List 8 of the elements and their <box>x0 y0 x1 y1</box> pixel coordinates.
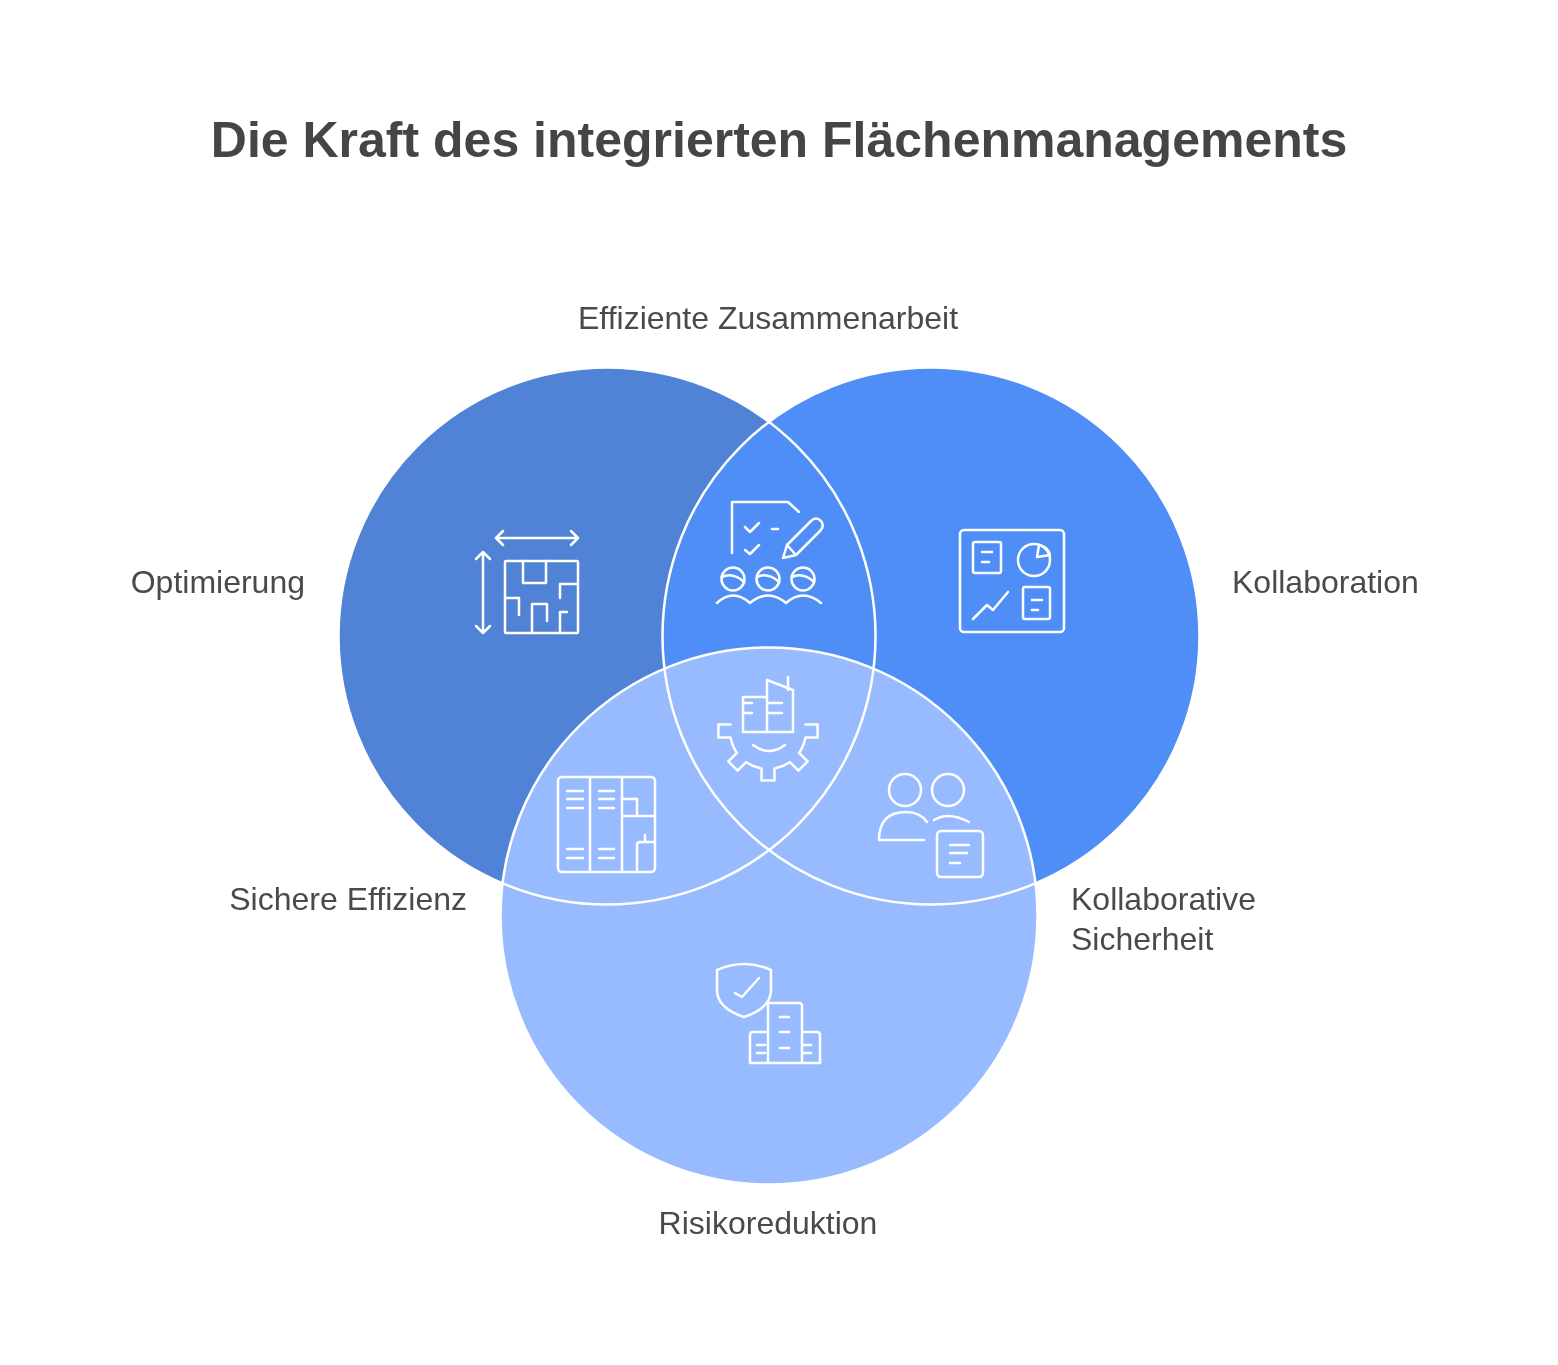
overlap-label: Sichere Effizienz <box>229 880 467 919</box>
circle-label: Kollaboration <box>1232 563 1419 602</box>
venn-circle <box>499 646 1039 1186</box>
title: Die Kraft des integrierten Flächenmanagements <box>210 111 1348 170</box>
overlap-label: Kollaborative Sicherheit <box>1071 880 1256 959</box>
circle-label: Optimierung <box>130 563 305 602</box>
circle-label: Risikoreduktion <box>658 1204 878 1243</box>
overlap-label: Effiziente Zusammenarbeit <box>578 299 958 338</box>
